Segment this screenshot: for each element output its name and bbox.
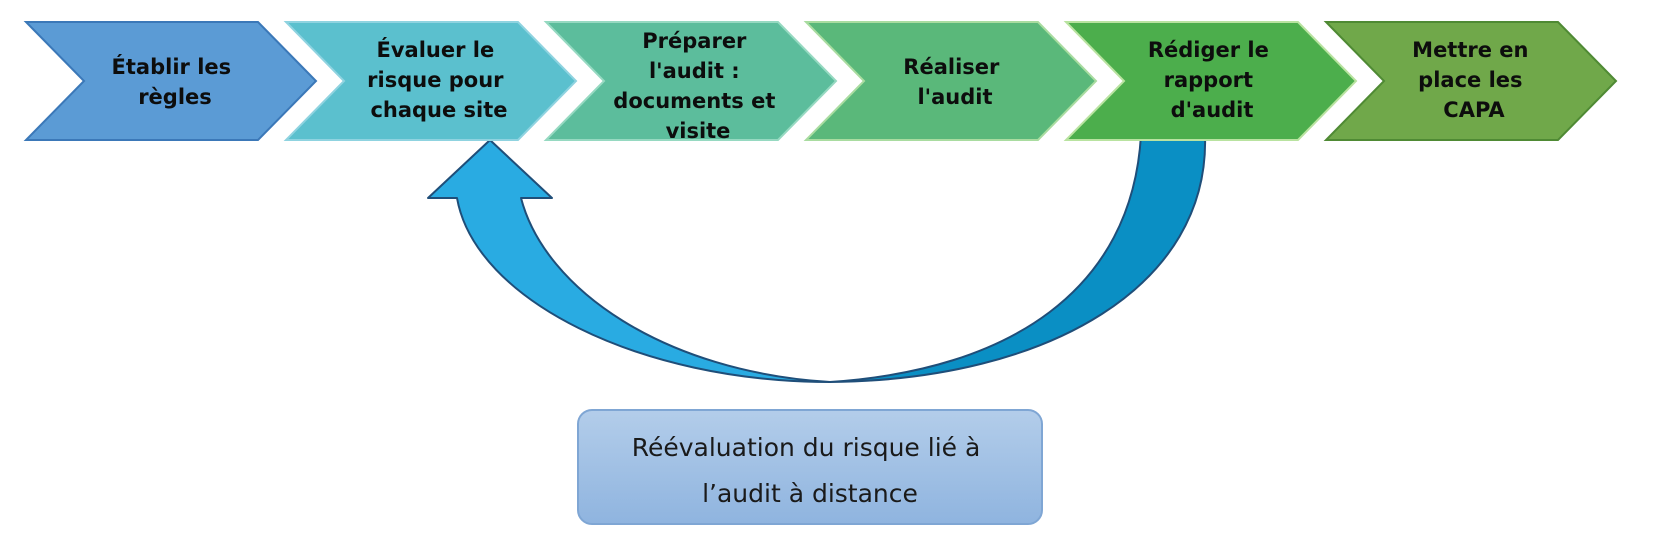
step-4-chevron xyxy=(803,21,1098,141)
step-2: Évaluer le risque pour chaque site xyxy=(283,21,578,141)
return-arrow xyxy=(427,134,1207,383)
return-arrow-body xyxy=(427,139,831,383)
step-6-label: Mettre en place les CAPA xyxy=(1412,38,1536,122)
step-3: Préparer l'audit : documents et visite xyxy=(543,21,838,143)
process-steps: Établir les règles Évaluer le risque pou… xyxy=(23,21,1618,143)
step-6-chevron xyxy=(1323,21,1618,141)
step-3-label: Préparer l'audit : documents et visite xyxy=(613,29,782,143)
step-2-chevron xyxy=(283,21,578,141)
reevaluation-note: Réévaluation du risque lié à l’audit à d… xyxy=(577,409,1043,525)
step-2-label: Évaluer le risque pour chaque site xyxy=(367,37,511,122)
step-1-label: Établir les règles xyxy=(112,54,239,109)
step-5-chevron xyxy=(1063,21,1358,141)
step-6: Mettre en place les CAPA xyxy=(1323,21,1618,141)
reevaluation-note-text: Réévaluation du risque lié à l’audit à d… xyxy=(632,433,989,508)
return-arrow-tail xyxy=(829,134,1207,383)
step-3-chevron xyxy=(543,21,838,141)
reevaluation-note-box xyxy=(577,409,1043,525)
step-5: Rédiger le rapport d'audit xyxy=(1063,21,1358,141)
step-5-label: Rédiger le rapport d'audit xyxy=(1148,38,1276,122)
step-4-label: Réaliser l'audit xyxy=(903,55,1006,109)
step-1-chevron xyxy=(23,21,318,141)
step-1: Établir les règles xyxy=(23,21,318,141)
step-4: Réaliser l'audit xyxy=(803,21,1098,141)
